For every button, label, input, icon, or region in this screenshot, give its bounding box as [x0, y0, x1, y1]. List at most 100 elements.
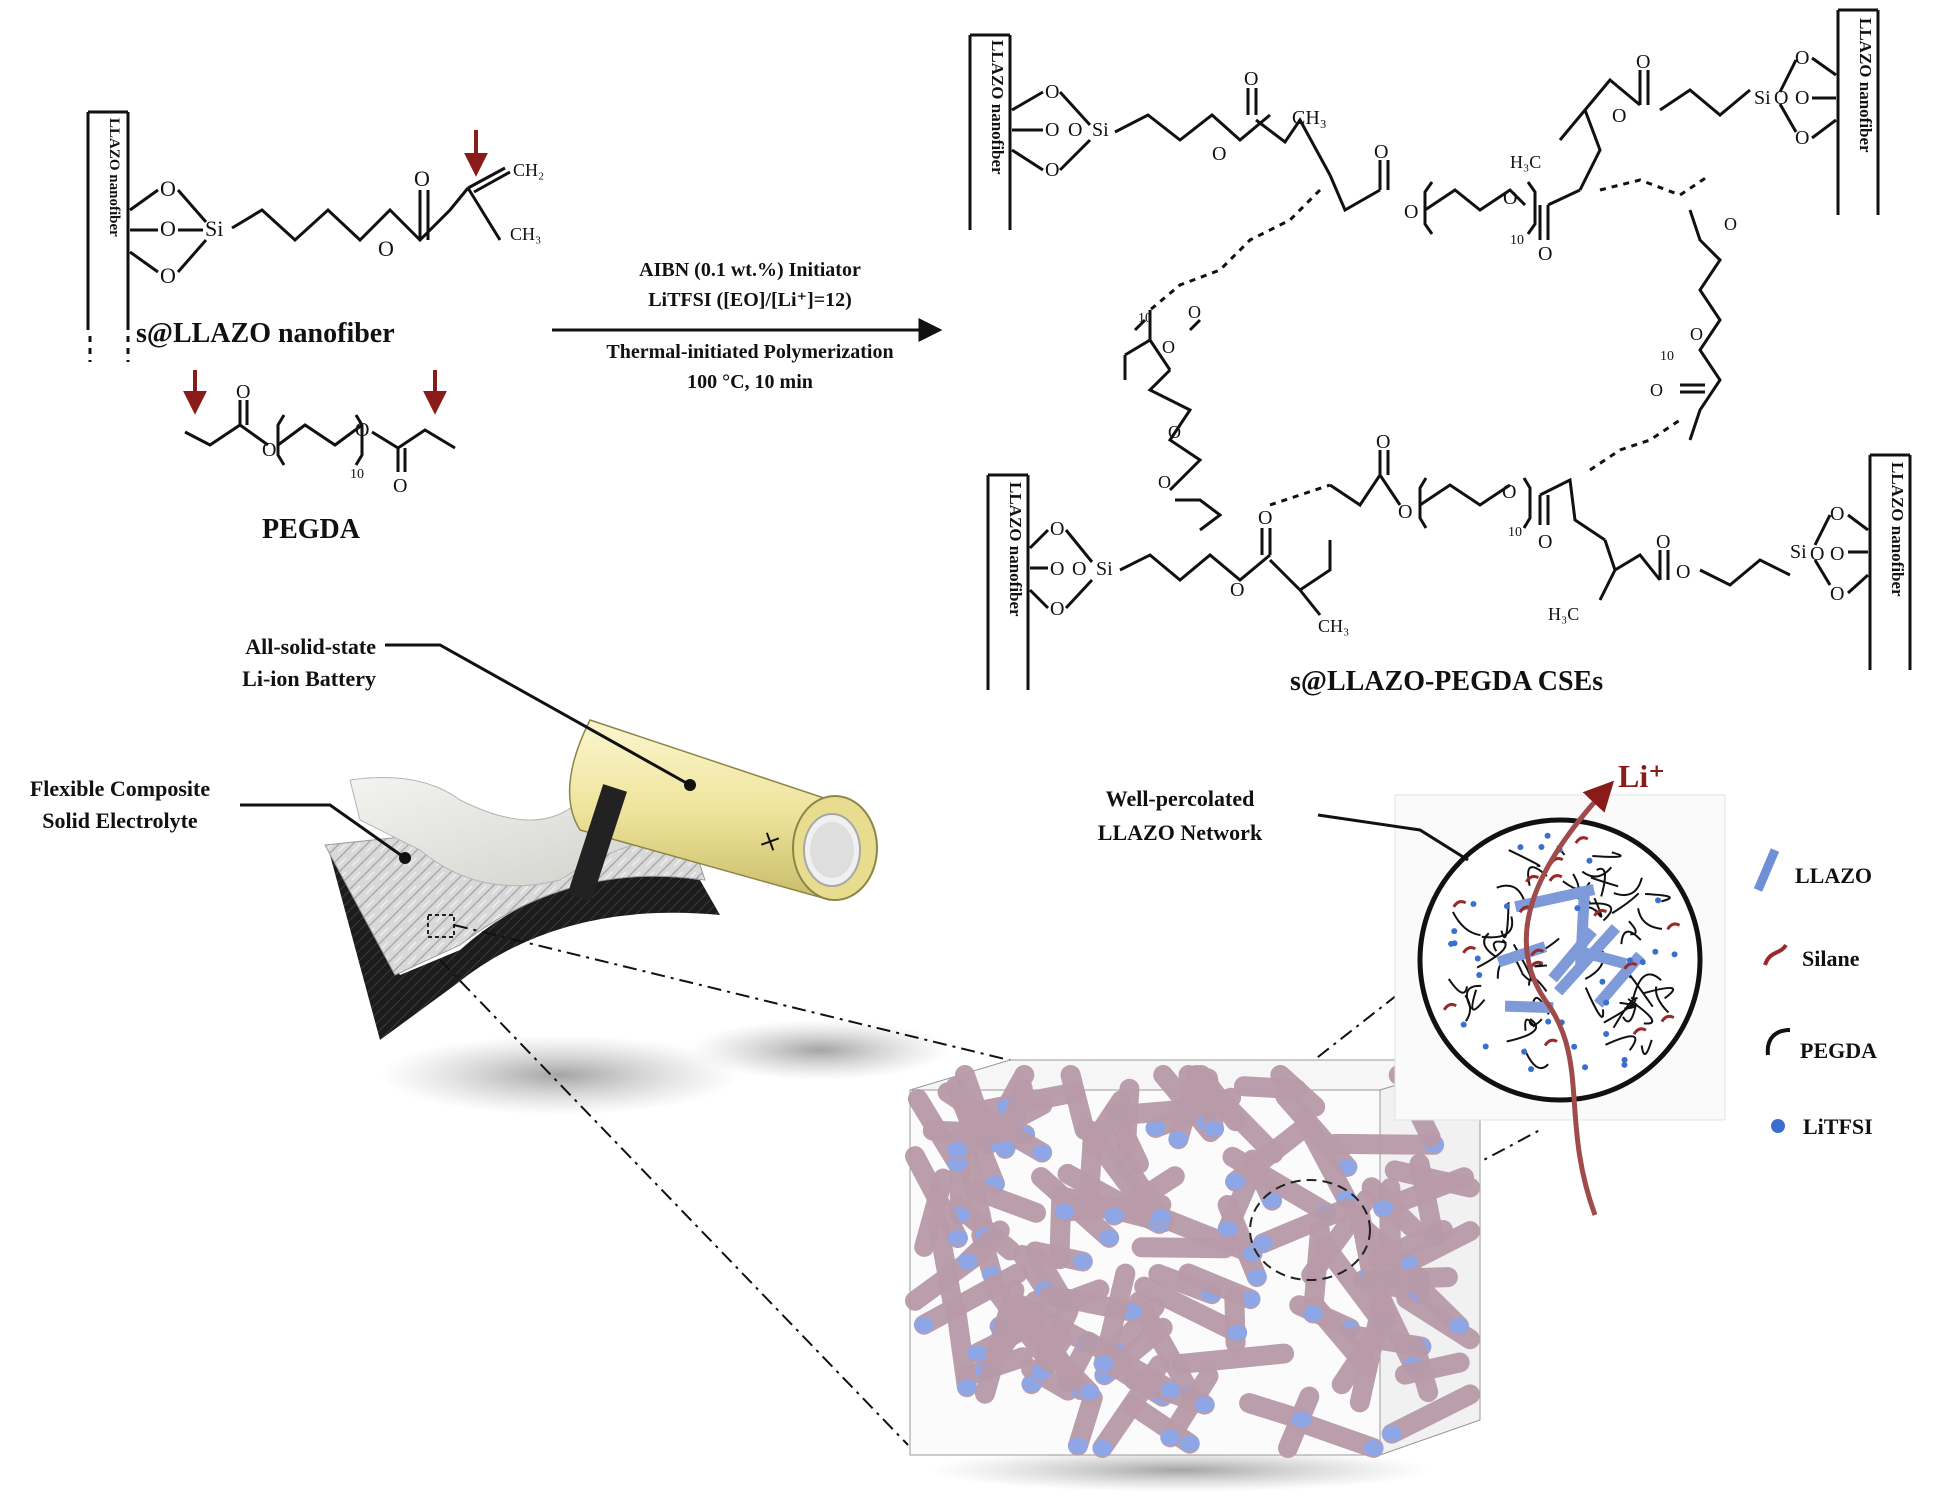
fiber-rod [1092, 1120, 1172, 1228]
battery-black-band [567, 784, 627, 902]
fiber-end-cap [947, 1141, 968, 1158]
legend-item-litfsi: LiTFSI [1771, 1114, 1873, 1139]
svg-text:O: O [1376, 431, 1390, 453]
fiber-end-cap [956, 1379, 977, 1396]
fiber-rod [1301, 1189, 1377, 1286]
svg-text:O: O [1656, 531, 1670, 553]
svg-text:10: 10 [1510, 233, 1524, 248]
condition-temperature: 100 °C, 10 min [687, 371, 813, 393]
litfsi-dot [1545, 1018, 1552, 1025]
li-ion-label: Li⁺ [1618, 758, 1665, 794]
pegda-chain [1452, 911, 1481, 937]
fiber-rod [1331, 1306, 1397, 1395]
atom-oxygen: O [393, 475, 407, 497]
network-label-line1: Well-percolated [1106, 786, 1255, 811]
fiber-end-cap [1253, 1235, 1274, 1252]
litfsi-dot [1482, 1043, 1489, 1050]
condition-salt: LiTFSI ([EO]/[Li⁺]=12) [648, 289, 852, 311]
fiber-rod [1131, 1237, 1236, 1259]
fiber-end-cap [995, 1140, 1016, 1157]
fiber-end-cap [1373, 1200, 1394, 1217]
svg-text:10: 10 [1660, 349, 1674, 364]
svg-text:O: O [1676, 561, 1690, 583]
fiber-rod [1168, 1065, 1207, 1150]
pegda-chain [1481, 916, 1514, 939]
fiber-rod [905, 1146, 968, 1249]
fiber-rod [966, 1180, 1047, 1223]
fiber-rod [1093, 1263, 1136, 1374]
litfsi-dot [1521, 1048, 1528, 1055]
pegda-chain [1611, 892, 1640, 915]
svg-text:O: O [1810, 543, 1824, 565]
fiber-rod [1408, 1276, 1470, 1337]
fiber-rod [1381, 1384, 1480, 1444]
fiber-end-cap [1160, 1382, 1181, 1399]
silane-link [1660, 1014, 1675, 1023]
svg-text:O: O [1830, 503, 1844, 525]
atom-oxygen: O [160, 176, 176, 201]
atom-silicon: Si [205, 216, 223, 241]
product-label: s@LLAZO-PEGDA CSEs [1290, 666, 1603, 697]
svg-text:O: O [1158, 472, 1171, 492]
svg-text:LLAZO nanofiber: LLAZO nanofiber [1006, 482, 1025, 617]
fiber-end-cap [1246, 1269, 1267, 1286]
fiber-end-cap [1092, 1440, 1113, 1456]
fiber-rod [1225, 1116, 1316, 1192]
svg-text:H₃C: H₃C [1548, 604, 1579, 624]
fiber-rod [1082, 1090, 1132, 1154]
silane-link [1530, 948, 1545, 957]
fiber-end-cap [1240, 1291, 1261, 1308]
svg-text:Silane: Silane [1802, 946, 1860, 971]
pegda-chain [1590, 876, 1619, 888]
fiber-end-cap [1151, 1209, 1172, 1226]
condition-method: Thermal-initiated Polymerization [606, 341, 893, 363]
silane-link [1442, 1003, 1457, 1011]
silane-link [1452, 900, 1467, 908]
pegda-chain [1464, 994, 1472, 1022]
svg-text:O: O [1050, 558, 1064, 580]
black-electrode-layer [330, 855, 720, 1040]
network-zoom-circle: Li⁺ Well-percolated LLAZO Network [1098, 758, 1726, 1216]
litfsi-dot [1621, 1056, 1628, 1063]
reaction-arrow-group: AIBN (0.1 wt.%) Initiator LiTFSI ([EO]/[… [552, 259, 943, 393]
pegda-chain [1586, 902, 1613, 922]
silane-link [1543, 1038, 1558, 1047]
silane-link [1623, 962, 1638, 970]
pegda-chain [1471, 989, 1486, 1011]
battery-callout-dot [684, 779, 696, 791]
pegda-chain [1654, 986, 1670, 1014]
litfsi-dot [1528, 1066, 1535, 1073]
fiber-end-cap [1291, 1411, 1312, 1428]
repeat-count: 10 [350, 467, 364, 482]
silane-link [1666, 922, 1681, 931]
svg-text:O: O [1398, 501, 1412, 523]
methylene-group: CH₂ [513, 160, 544, 180]
svg-text:O: O [1502, 481, 1516, 503]
fiber-end-cap [1449, 1318, 1470, 1335]
pegda-chain [1637, 908, 1663, 930]
silane-link [1593, 908, 1608, 917]
svg-text:O: O [1612, 105, 1626, 127]
litfsi-dot [1574, 905, 1581, 912]
svg-text:Si: Si [1096, 558, 1113, 580]
pegda-chain [1592, 851, 1622, 858]
svg-text:O: O [1795, 87, 1809, 109]
atom-oxygen: O [160, 263, 176, 288]
battery-shadow [690, 1020, 950, 1080]
pegda-chain [1627, 998, 1654, 1025]
litfsi-dot [1517, 844, 1524, 851]
electrolyte-callout-dot [399, 852, 411, 864]
fiber-end-cap [1381, 1425, 1402, 1442]
battery-cylinder: + [567, 719, 878, 902]
fiber-end-cap [947, 1155, 968, 1172]
pegda-chain [1496, 884, 1526, 901]
sheet-shadow [380, 1035, 740, 1115]
zoom-circle-marker [1249, 1179, 1371, 1281]
fiber-end-cap [947, 1230, 968, 1247]
svg-text:O: O [1830, 543, 1844, 565]
fiber-end-cap [1054, 1203, 1075, 1220]
pegda-chain [1483, 932, 1497, 958]
fiber-end-cap [957, 1253, 978, 1270]
pegda-chain [1581, 866, 1613, 878]
svg-text:O: O [1374, 141, 1388, 163]
